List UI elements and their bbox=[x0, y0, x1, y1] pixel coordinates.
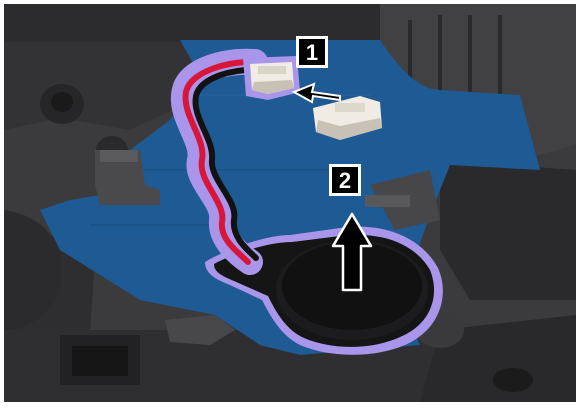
step-1-label: 1 bbox=[306, 40, 318, 65]
step-1-callout: 1 bbox=[296, 36, 328, 68]
step-2-label: 2 bbox=[339, 168, 351, 193]
step-2-callout: 2 bbox=[329, 164, 361, 196]
cable-connector bbox=[243, 56, 300, 100]
